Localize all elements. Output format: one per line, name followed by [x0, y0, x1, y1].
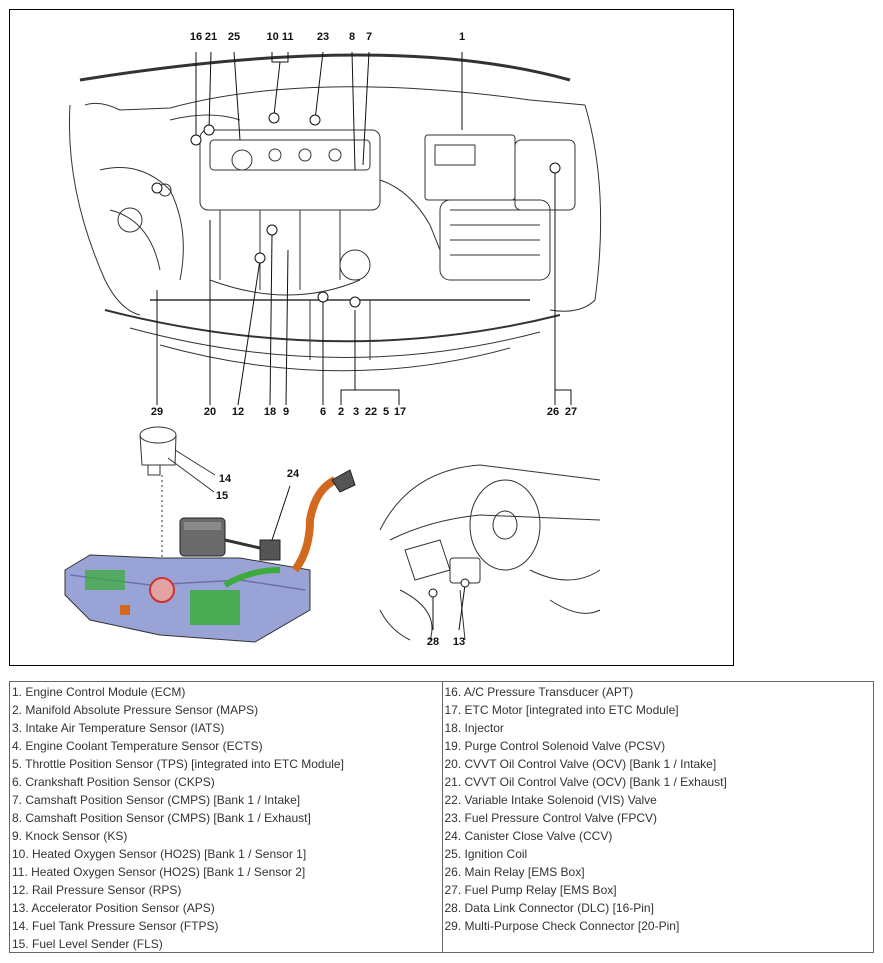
engine-bay-illustration — [68, 53, 602, 372]
callout-6: 6 — [320, 406, 326, 418]
callout-1: 1 — [459, 31, 465, 43]
legend-item: 6. Crankshaft Position Sensor (CKPS) — [12, 775, 215, 789]
legend-item: 22. Variable Intake Solenoid (VIS) Valve — [444, 793, 657, 807]
callout-9: 9 — [283, 406, 289, 418]
legend-item: 7. Camshaft Position Sensor (CMPS) [Bank… — [12, 793, 301, 807]
callout-24: 24 — [287, 468, 300, 480]
callout-15: 15 — [216, 490, 228, 502]
callout-anchors — [151, 112, 561, 308]
legend-item: 4. Engine Coolant Temperature Sensor (EC… — [12, 739, 263, 753]
legend-item: 25. Ignition Coil — [444, 847, 528, 861]
legend-item: 1. Engine Control Module (ECM) — [12, 685, 186, 699]
legend-column-left: 1. Engine Control Module (ECM) 2. Manifo… — [10, 682, 442, 952]
legend-item: 5. Throttle Position Sensor (TPS) [integ… — [12, 757, 344, 771]
component-location-diagram: 16 21 25 10 11 23 8 7 1 29 20 12 18 9 6 … — [9, 9, 734, 666]
callout-13: 13 — [453, 636, 465, 648]
legend-item: 21. CVVT Oil Control Valve (OCV) [Bank 1… — [444, 775, 727, 789]
legend-item: 3. Intake Air Temperature Sensor (IATS) — [12, 721, 225, 735]
legend-item: 24. Canister Close Valve (CCV) — [444, 829, 613, 843]
callout-3: 3 — [353, 406, 359, 418]
callout-2: 2 — [338, 406, 344, 418]
engine-leader-lines — [156, 51, 572, 406]
cabin-illustration — [379, 464, 601, 641]
legend-item: 29. Multi-Purpose Check Connector [20-Pi… — [444, 919, 680, 933]
callout-29: 29 — [151, 406, 163, 418]
legend-item: 14. Fuel Tank Pressure Sensor (FTPS) — [12, 919, 219, 933]
callout-23: 23 — [317, 31, 329, 43]
callout-27: 27 — [565, 406, 577, 418]
legend-item: 20. CVVT Oil Control Valve (OCV) [Bank 1… — [444, 757, 717, 771]
legend-item: 16. A/C Pressure Transducer (APT) — [444, 685, 634, 699]
legend-item: 27. Fuel Pump Relay [EMS Box] — [444, 883, 617, 897]
legend-item: 17. ETC Motor [integrated into ETC Modul… — [444, 703, 679, 717]
legend-item: 28. Data Link Connector (DLC) [16-Pin] — [444, 901, 654, 915]
callout-16: 16 — [190, 31, 202, 43]
legend-item: 13. Accelerator Position Sensor (APS) — [12, 901, 215, 915]
callout-labels: 16 21 25 10 11 23 8 7 1 29 20 12 18 9 6 … — [151, 31, 577, 648]
legend-item: 18. Injector — [444, 721, 504, 735]
legend-item: 10. Heated Oxygen Sensor (HO2S) [Bank 1 … — [12, 847, 307, 861]
legend-item: 2. Manifold Absolute Pressure Sensor (MA… — [12, 703, 259, 717]
callout-17: 17 — [394, 406, 406, 418]
callout-18: 18 — [264, 406, 276, 418]
callout-25: 25 — [228, 31, 240, 43]
callout-28: 28 — [427, 636, 439, 648]
callout-8: 8 — [349, 31, 355, 43]
legend-item: 9. Knock Sensor (KS) — [12, 829, 128, 843]
fuel-tank-illustration — [64, 426, 356, 643]
callout-12: 12 — [232, 406, 244, 418]
callout-5: 5 — [383, 406, 389, 418]
callout-7: 7 — [366, 31, 372, 43]
callout-14: 14 — [219, 473, 232, 485]
legend-item: 19. Purge Control Solenoid Valve (PCSV) — [444, 739, 666, 753]
legend-item: 8. Camshaft Position Sensor (CMPS) [Bank… — [12, 811, 311, 825]
callout-22: 22 — [365, 406, 377, 418]
legend-column-right: 16. A/C Pressure Transducer (APT) 17. ET… — [441, 682, 874, 952]
callout-10-11: 10 11 — [267, 31, 294, 43]
diagram-drawing: 16 21 25 10 11 23 8 7 1 29 20 12 18 9 6 … — [64, 31, 602, 648]
legend-item: 11. Heated Oxygen Sensor (HO2S) [Bank 1 … — [12, 865, 306, 879]
legend-item: 12. Rail Pressure Sensor (RPS) — [12, 883, 182, 897]
legend-item: 23. Fuel Pressure Control Valve (FPCV) — [444, 811, 658, 825]
legend-item: 26. Main Relay [EMS Box] — [444, 865, 585, 879]
callout-26: 26 — [547, 406, 559, 418]
legend-item: 15. Fuel Level Sender (FLS) — [12, 937, 163, 951]
callout-20: 20 — [204, 406, 216, 418]
component-legend-table: 1. Engine Control Module (ECM) 2. Manifo… — [9, 681, 874, 953]
callout-21: 21 — [205, 31, 217, 43]
